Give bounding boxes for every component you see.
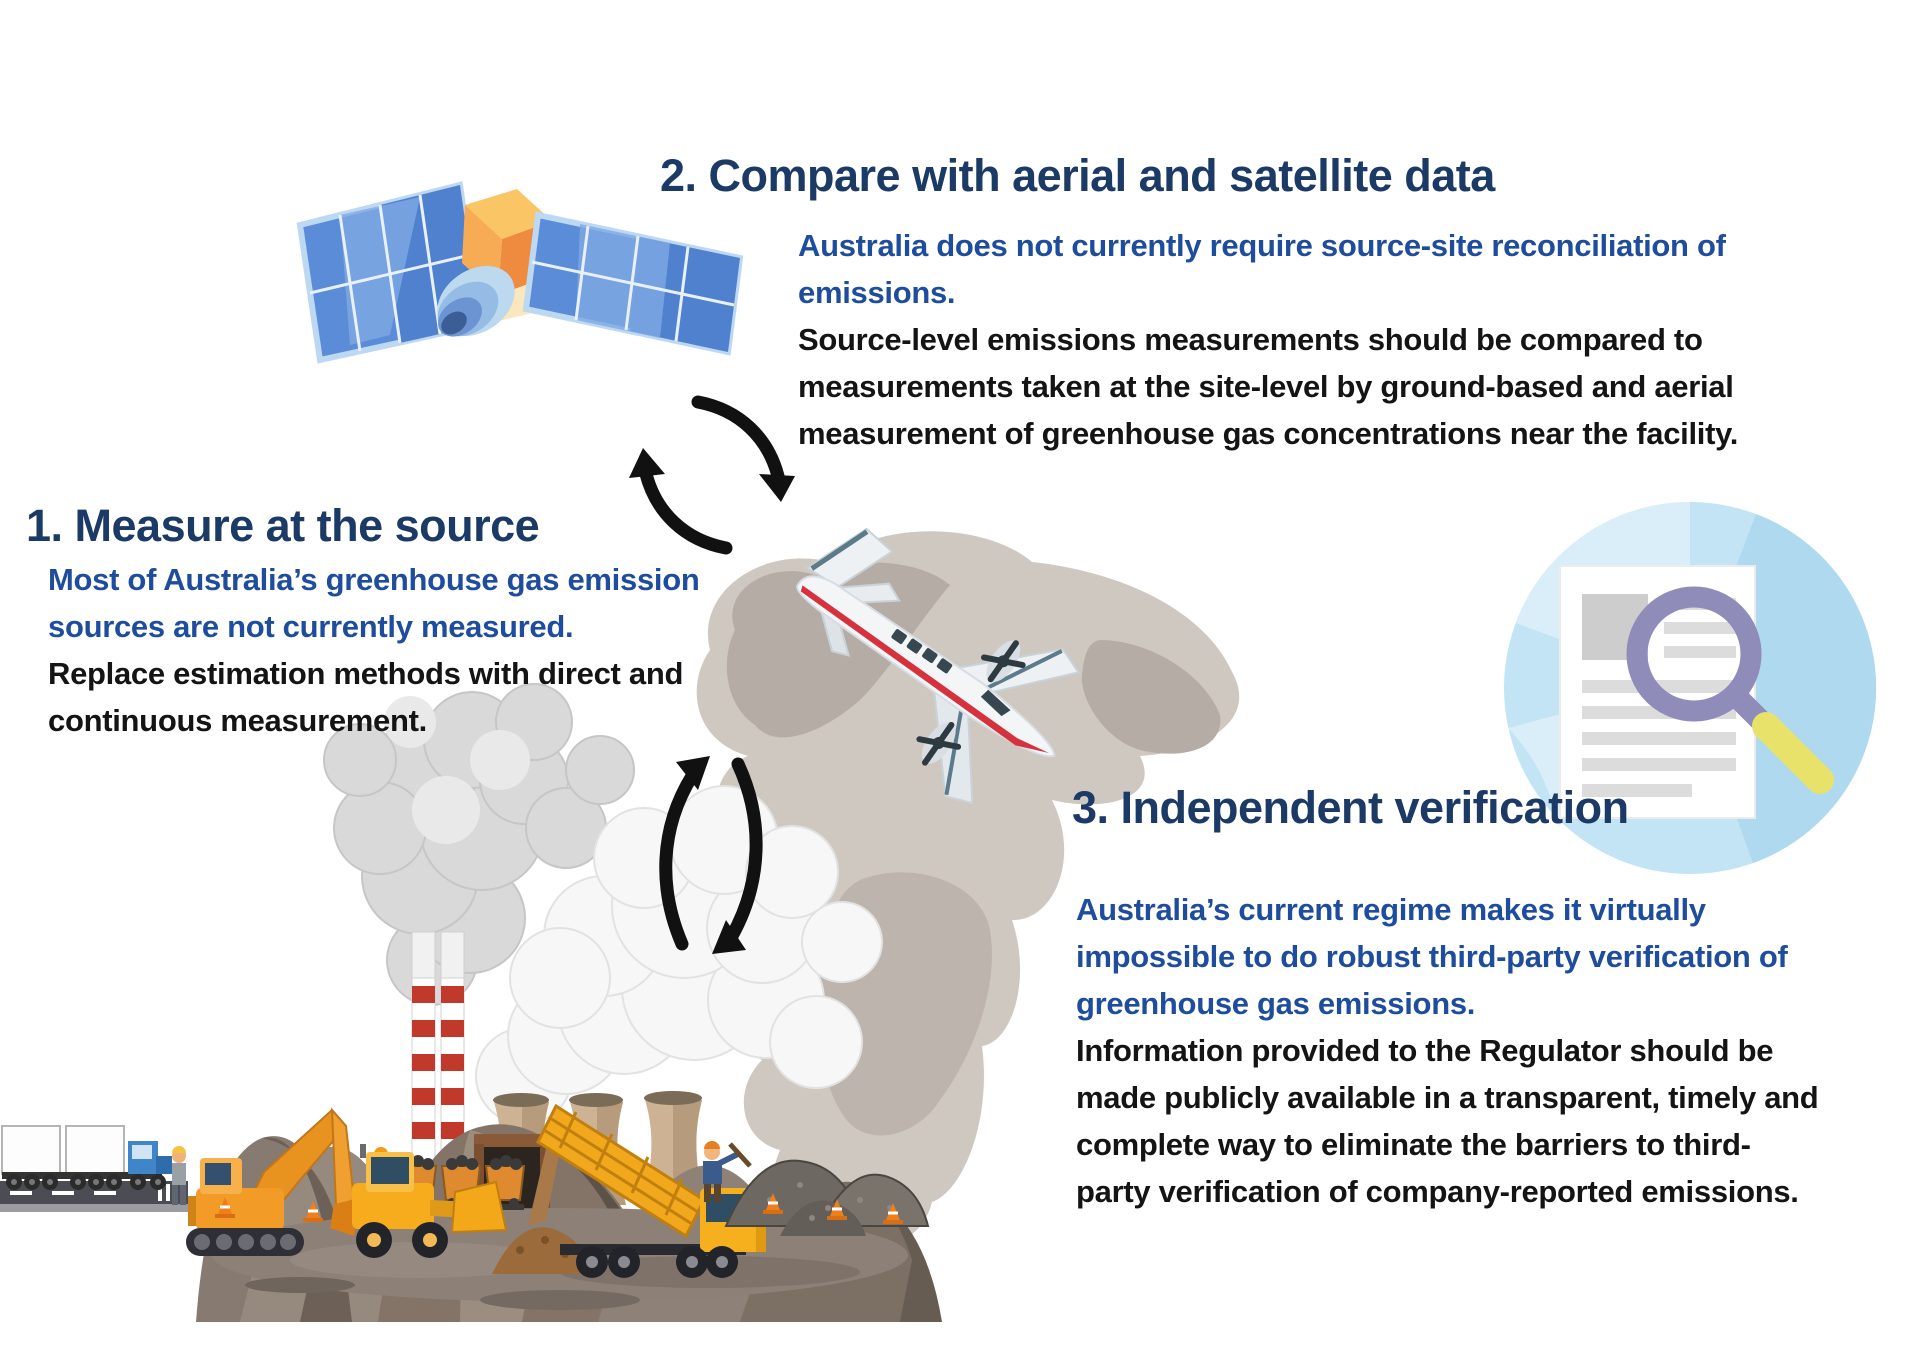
measure-highlight-line: sources are not currently measured. bbox=[48, 609, 574, 644]
front-loader bbox=[352, 1144, 508, 1258]
cycle-arrows-bottom-icon bbox=[659, 756, 763, 954]
measure-body-line: continuous measurement. bbox=[48, 703, 427, 738]
verify-body-line: complete way to eliminate the barriers t… bbox=[1076, 1127, 1751, 1162]
coal-piles bbox=[724, 1159, 930, 1236]
compare-body-line: measurement of greenhouse gas concentrat… bbox=[798, 416, 1739, 451]
compare-highlight-line: Australia does not currently require sou… bbox=[798, 228, 1726, 263]
verify-body-line: Information provided to the Regulator sh… bbox=[1076, 1033, 1774, 1068]
verify-highlight-line: impossible to do robust third-party veri… bbox=[1076, 939, 1788, 974]
measure-highlight-line: Most of Australia’s greenhouse gas emiss… bbox=[48, 562, 700, 597]
airplane-illustration bbox=[796, 527, 1081, 805]
section-compare-text: Australia does not currently require sou… bbox=[798, 222, 1738, 457]
traffic-cones bbox=[215, 1193, 903, 1224]
verify-body-line: party verification of company-reported e… bbox=[1076, 1174, 1799, 1209]
worker-pickaxe-figure bbox=[703, 1141, 752, 1202]
satellite-illustration bbox=[296, 181, 744, 364]
verify-highlight-line: greenhouse gas emissions. bbox=[1076, 986, 1476, 1021]
section-compare-title: 2. Compare with aerial and satellite dat… bbox=[660, 150, 1495, 201]
compare-body-line: Source-level emissions measurements shou… bbox=[798, 322, 1703, 357]
section-verify-text: Australia’s current regime makes it virt… bbox=[1076, 886, 1819, 1215]
section-verify-title: 3. Independent verification bbox=[1072, 782, 1629, 833]
section-measure-title: 1. Measure at the source bbox=[26, 500, 540, 551]
road-train bbox=[1, 1125, 172, 1190]
compare-body-line: measurements taken at the site-level by … bbox=[798, 369, 1734, 404]
document-magnifying-glass-icon bbox=[1504, 502, 1877, 874]
measure-body-line: Replace estimation methods with direct a… bbox=[48, 656, 684, 691]
cycle-arrows-top-icon bbox=[629, 395, 795, 555]
verify-highlight-line: Australia’s current regime makes it virt… bbox=[1076, 892, 1706, 927]
section-measure-text: Most of Australia’s greenhouse gas emiss… bbox=[48, 556, 700, 744]
worker-figure bbox=[172, 1146, 186, 1205]
compare-highlight-line: emissions. bbox=[798, 275, 956, 310]
verify-body-line: made publicly available in a transparent… bbox=[1076, 1080, 1819, 1115]
